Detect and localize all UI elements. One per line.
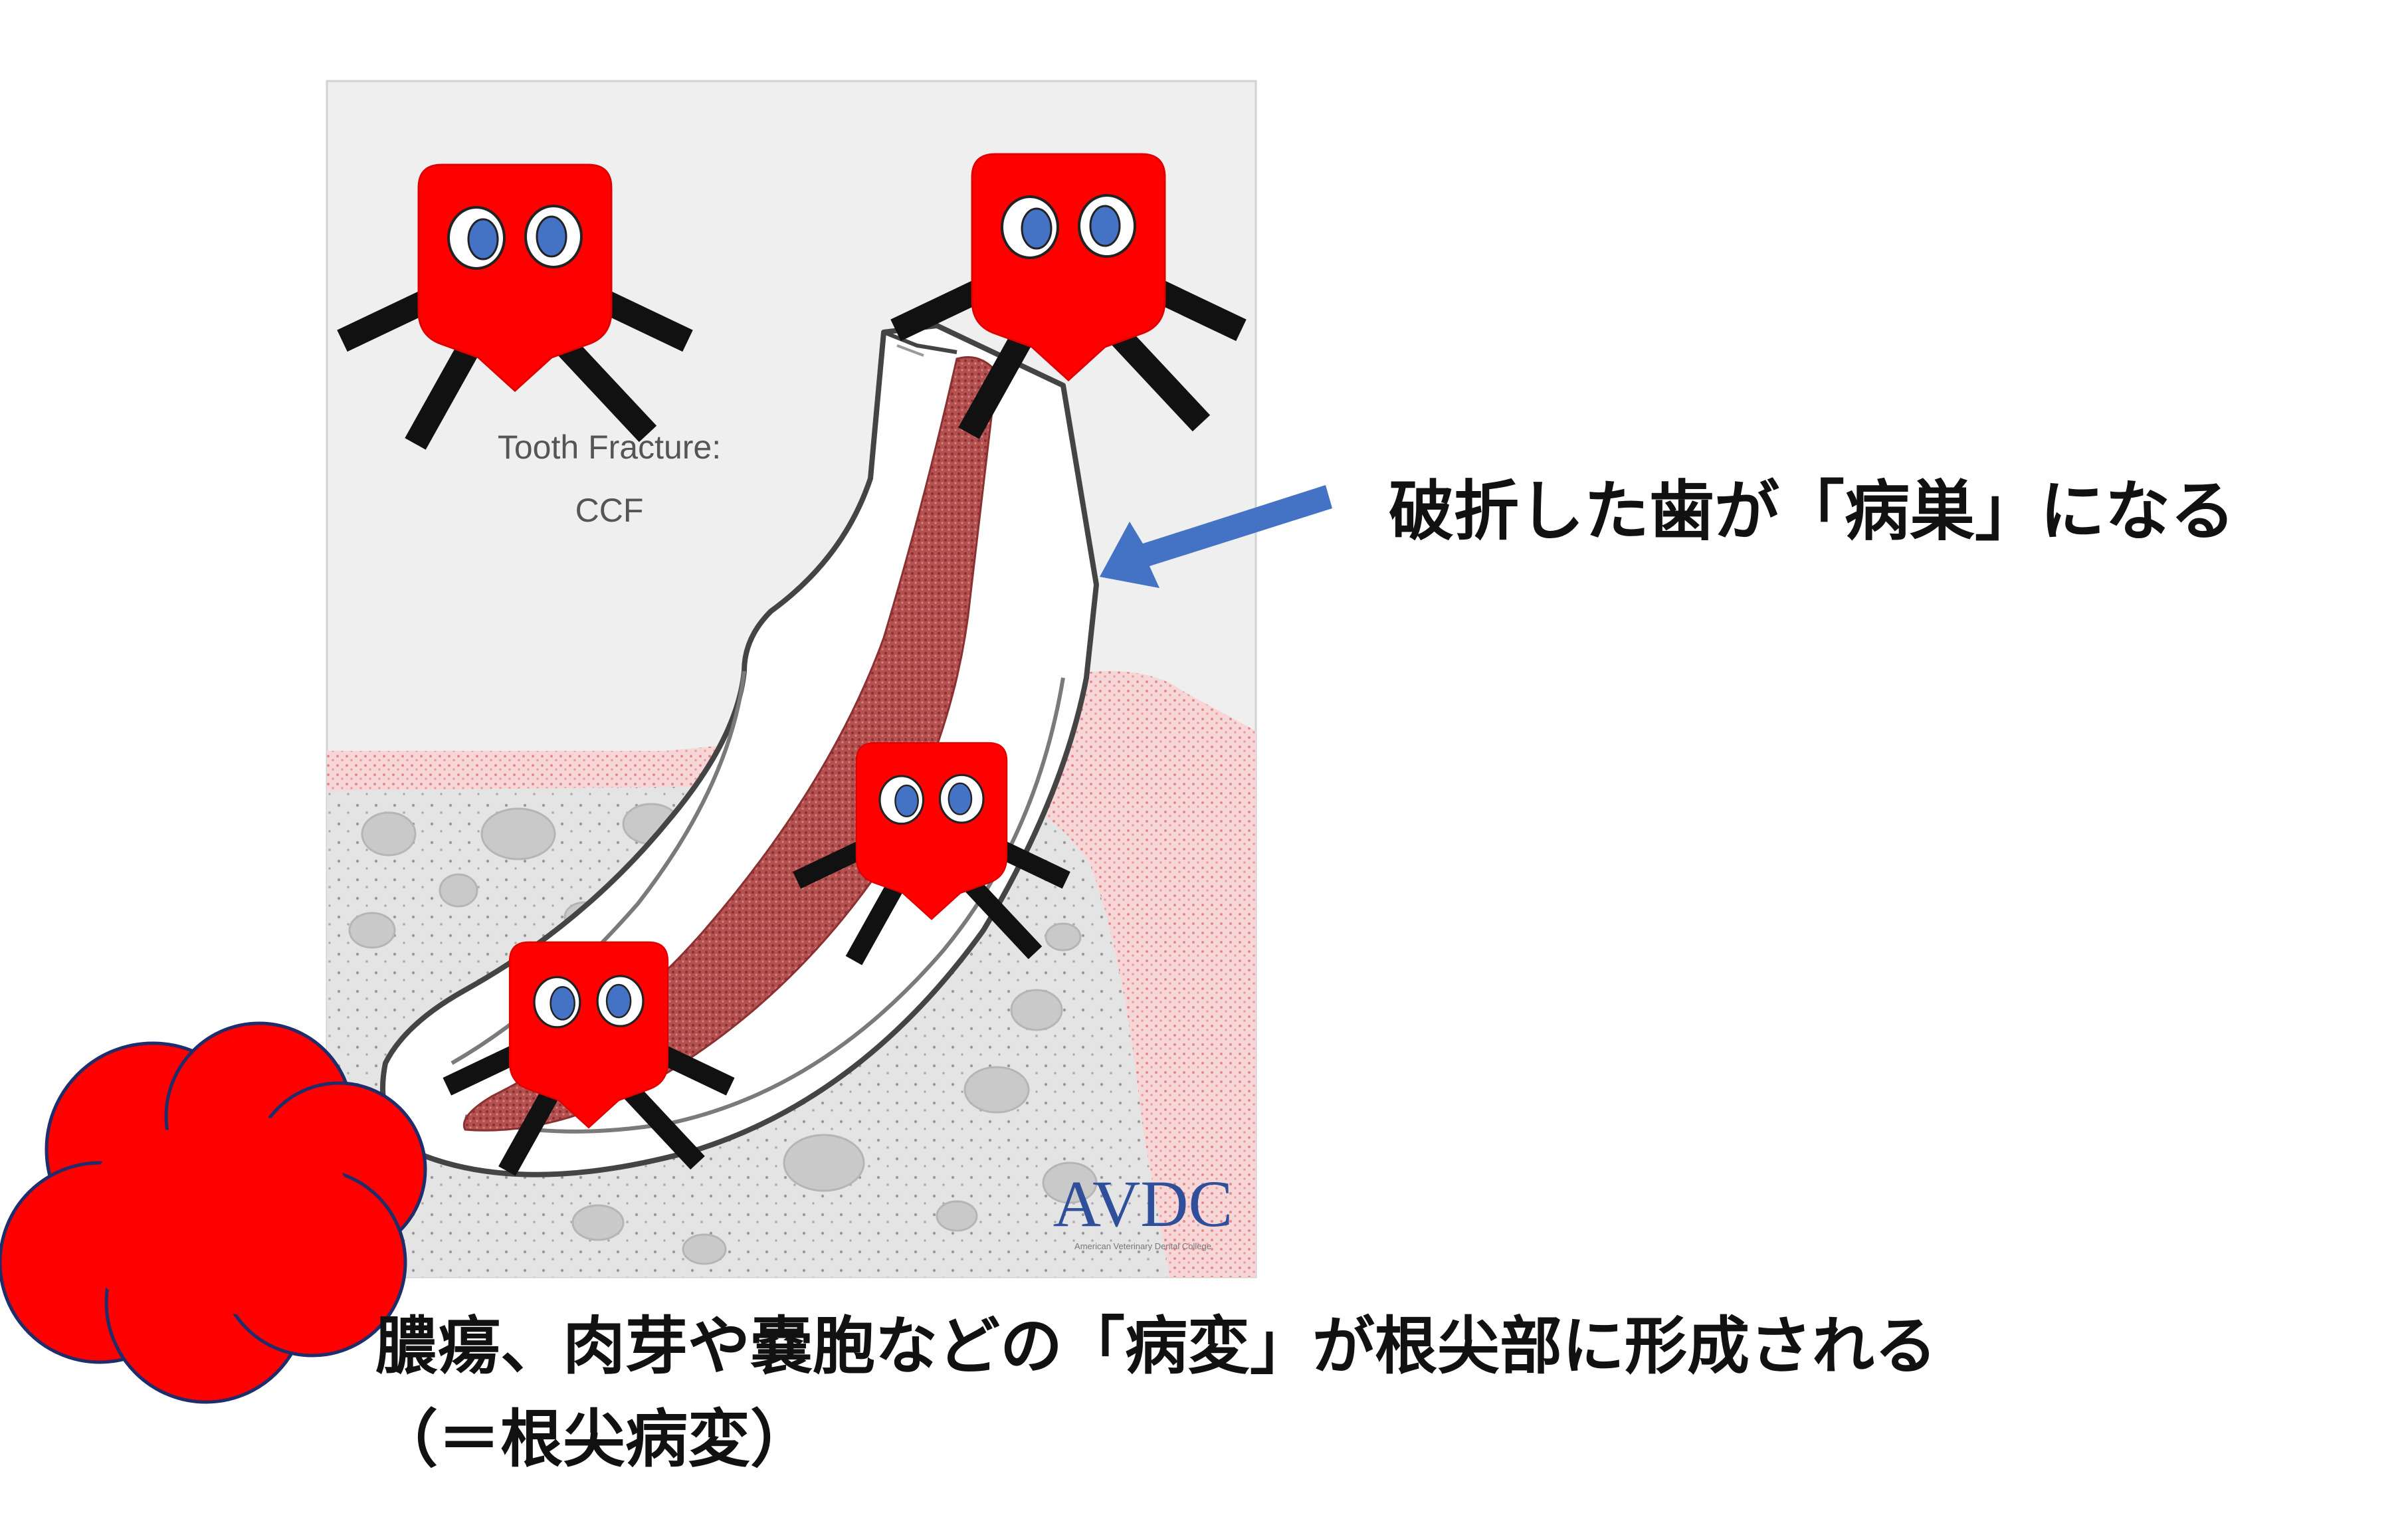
nest-caption: 破折した歯が「病巣」になる [1389,474,2236,550]
lesion-caption-line1: 膿瘍、肉芽や嚢胞などの「病変」が根尖部に形成される [375,1310,1938,1383]
image-title-line1: Tooth Fracture: [498,429,721,466]
image-title-line2: CCF [575,492,644,529]
lesion-caption-line2: （＝根尖病変） [375,1403,813,1476]
abscess-cloud-icon [0,1021,427,1404]
arrow-left-icon [1100,485,1332,588]
avdc-logo: AVDC [1053,1167,1233,1241]
avdc-logo-subtext: American Veterinary Dental College [1074,1241,1211,1251]
